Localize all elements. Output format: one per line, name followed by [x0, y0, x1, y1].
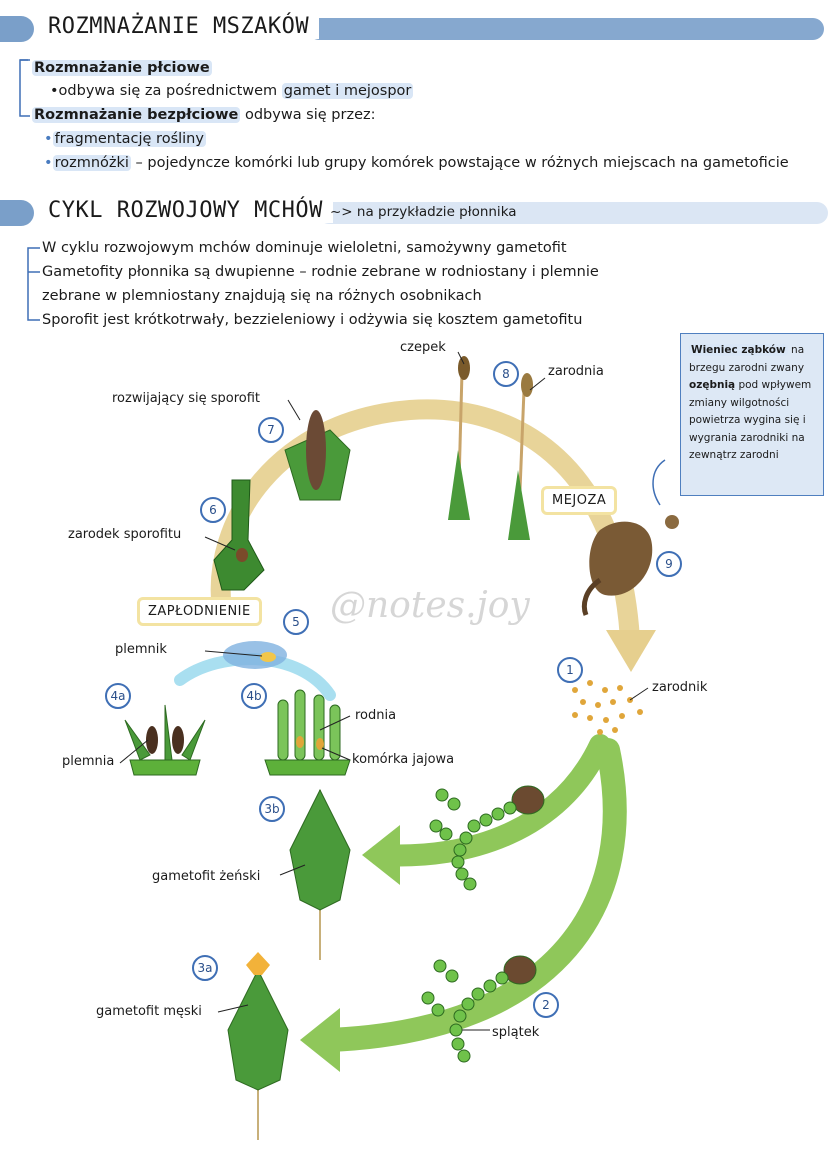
section1-header-bar — [0, 16, 34, 42]
info-box-bold: Wieniec ząbków — [689, 344, 788, 356]
label-zarodek: zarodek sporofitu — [68, 527, 182, 542]
label-splatek: splątek — [492, 1025, 540, 1040]
label-plemnik: plemnik — [115, 642, 167, 657]
section1-title: ROZMNAŻANIE MSZAKÓW — [38, 14, 320, 39]
label-mejoza: MEJOZA — [541, 486, 618, 515]
s1-line-4: •fragmentację rośliny — [44, 131, 206, 147]
spores — [572, 680, 643, 735]
label-gam-meski: gametofit męski — [96, 1004, 202, 1019]
watermark: @notes.joy — [330, 585, 530, 626]
label-zaplodnienie: ZAPŁODNIENIE — [137, 597, 262, 626]
step-number-3b: 3b — [259, 796, 285, 822]
label-rozwijajacy: rozwijający się sporofit — [112, 391, 261, 406]
section2-header-bar — [0, 200, 34, 226]
label-zarodnik: zarodnik — [652, 680, 708, 695]
step-number-2: 2 — [533, 992, 559, 1018]
step-number-6: 6 — [200, 497, 226, 523]
section1-header-bar-right — [308, 18, 824, 40]
label-czepek: czepek — [400, 340, 446, 355]
s1-line-1: Rozmnażanie płciowe — [32, 60, 212, 76]
label-rodnia: rodnia — [355, 708, 397, 723]
step-number-8: 8 — [493, 361, 519, 387]
s1-line-5: •rozmnóżki – pojedyncze komórki lub grup… — [44, 155, 789, 171]
label-gam-zenski: gametofit żeński — [152, 869, 261, 884]
step-number-7: 7 — [258, 417, 284, 443]
label-zarodnia: zarodnia — [548, 364, 604, 379]
step-number-1: 1 — [557, 657, 583, 683]
s1-line-2: •odbywa się za pośrednictwem gamet i mej… — [50, 83, 414, 99]
step-number-9: 9 — [656, 551, 682, 577]
s1-line-3: Rozmnażanie bezpłciowe odbywa się przez: — [32, 107, 376, 123]
step-number-4b: 4b — [241, 683, 267, 709]
label-plemnia: plemnia — [62, 754, 115, 769]
info-box-ozebnia: Wieniec ząbków na brzegu zarodni zwany o… — [680, 333, 824, 496]
label-komorka: komórka jajowa — [352, 752, 455, 767]
s2-line-1: W cyklu rozwojowym mchów dominuje wielol… — [42, 240, 567, 256]
section2-header-bar-right — [318, 202, 828, 224]
section2-title: CYKL ROZWOJOWY MCHÓW — [38, 198, 333, 223]
section2-subtitle: ~> na przykładzie płonnika — [330, 204, 517, 220]
s2-line-2: Gametofity płonnika są dwupienne – rodni… — [42, 264, 599, 280]
step-number-4a: 4a — [105, 683, 131, 709]
s2-line-3: zebrane w plemniostany znajdują się na r… — [42, 288, 482, 304]
step-number-3a: 3a — [192, 955, 218, 981]
step-number-5: 5 — [283, 609, 309, 635]
s2-line-4: Sporofit jest krótkotrwały, bezzieleniow… — [42, 312, 583, 328]
